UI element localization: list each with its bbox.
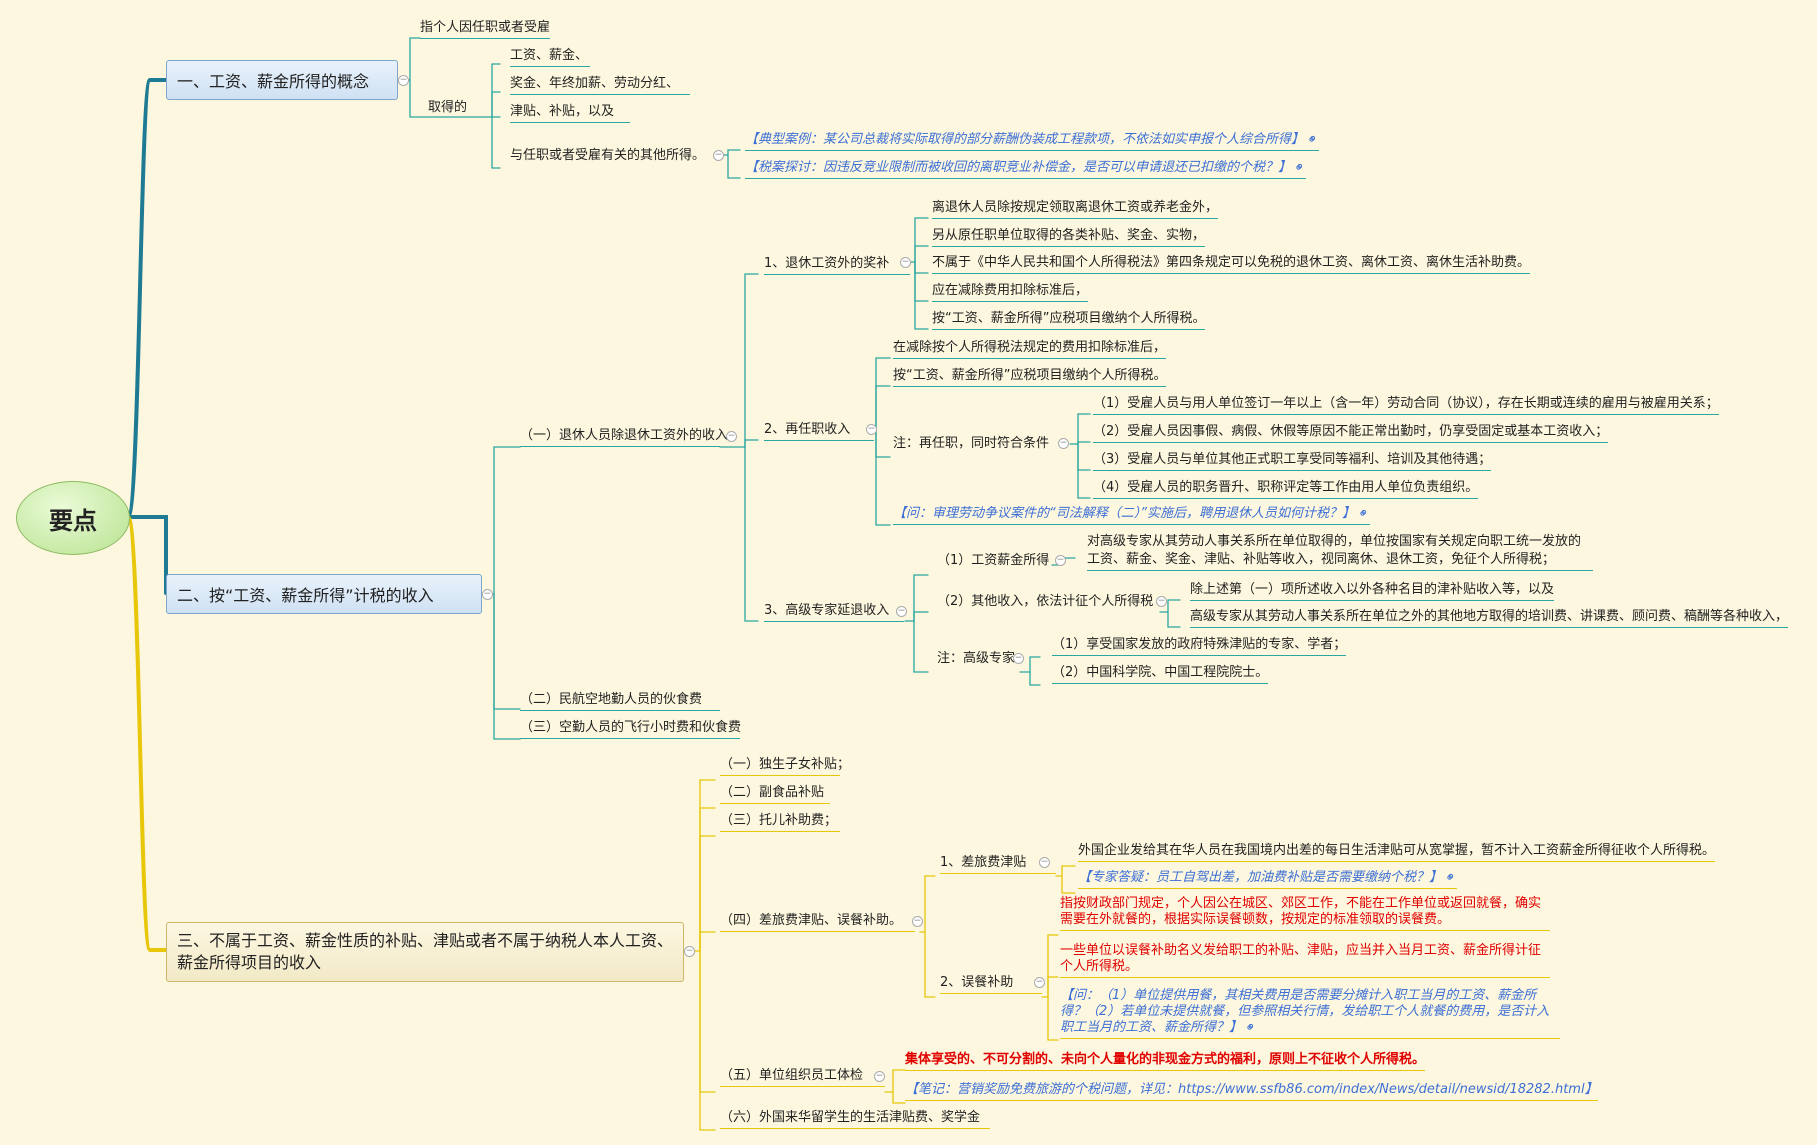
sec1-i1: 工资、薪金、 xyxy=(510,48,590,67)
sec1-n1: 指个人因任职或者受雇 xyxy=(420,20,551,39)
collapse-icon[interactable]: − xyxy=(726,431,737,442)
sec2-a3-2b: 高级专家从其劳动人事关系所在单位之外的其他地方取得的培训费、讲课费、顾问费、稿酬… xyxy=(1190,609,1789,628)
sec3-i4: （四）差旅费津贴、误餐补助。 xyxy=(720,913,915,932)
collapse-icon[interactable]: − xyxy=(896,606,907,617)
sec2-a2-2: 按“工资、薪金所得”应税项目缴纳个人所得税。 xyxy=(893,368,1167,387)
sec1-n2: 取得的 xyxy=(428,100,468,115)
collapse-icon[interactable]: − xyxy=(398,75,409,86)
sec3-node[interactable]: 三、不属于工资、薪金性质的补贴、津贴或者不属于纳税人本人工资、薪金所得项目的收入 xyxy=(166,922,684,982)
collapse-icon[interactable]: − xyxy=(912,916,923,927)
collapse-icon[interactable]: − xyxy=(482,589,493,600)
sec2-a3-3a: （1）享受国家发放的政府特殊津贴的专家、学者； xyxy=(1052,637,1347,656)
sec3-i4-2a: 指按财政部门规定，个人因公在城区、郊区工作，不能在工作单位或返回就餐，确实需要在… xyxy=(1060,896,1550,931)
sec2-a1: 1、退休工资外的奖补 xyxy=(764,256,910,275)
collapse-icon[interactable]: − xyxy=(866,424,877,435)
collapse-icon[interactable]: − xyxy=(1039,857,1050,868)
sec2-a1-1: 离退休人员除按规定领取离退休工资或养老金外， xyxy=(932,200,1219,219)
collapse-icon[interactable]: − xyxy=(1058,438,1069,449)
sec2-b: （二）民航空地勤人员的伙食费 xyxy=(520,692,720,711)
sec2-a1-4: 应在减除费用扣除标准后， xyxy=(932,283,1089,302)
sec3-i4-2b: 一些单位以误餐补助名义发给职工的补贴、津贴，应当并入当月工资、薪金所得计征个人所… xyxy=(1060,943,1550,978)
sec1-i3: 津贴、补贴，以及 xyxy=(510,104,630,123)
sec3-i4-1: 1、差旅费津贴 xyxy=(940,855,1056,874)
sec2-a2-1: 在减除按个人所得税法规定的费用扣除标准后， xyxy=(893,340,1167,359)
collapse-icon[interactable]: − xyxy=(684,946,695,957)
sec1-tax-link[interactable]: 【税案探讨：因违反竞业限制而被收回的离职竞业补偿金，是否可以申请退还已扣缴的个税… xyxy=(745,158,1309,179)
collapse-icon[interactable]: − xyxy=(1034,977,1045,988)
collapse-icon[interactable]: − xyxy=(1013,653,1024,664)
sec2-a2-c1: （1）受雇人员与用人单位签订一年以上（含一年）劳动合同（协议），存在长期或连续的… xyxy=(1093,396,1719,415)
sec1-i2: 奖金、年终加薪、劳动分红、 xyxy=(510,76,690,95)
sec3-i3: （三）托儿补助费； xyxy=(720,813,840,832)
sec1-title: 一、工资、薪金所得的概念 xyxy=(177,72,370,91)
sec1-i4: 与任职或者受雇有关的其他所得。 xyxy=(510,148,706,163)
link-icon: ⚭ xyxy=(1241,1018,1261,1037)
sec3-i2: （二）副食品补贴 xyxy=(720,785,830,804)
sec2-a1-2: 另从原任职单位取得的各类补贴、奖金、实物， xyxy=(932,228,1206,247)
sec2-a2-q-link[interactable]: 【问：审理劳动争议案件的“司法解释（二）”实施后，聘用退休人员如何计税？】⚭ xyxy=(893,504,1373,525)
sec3-i5b-link[interactable]: 【笔记：营销奖励免费旅游的个税问题，详见：https://www.ssfb86.… xyxy=(905,1082,1598,1101)
sec2-a2-c4: （4）受雇人员的职务晋升、职称评定等工作由用人单位负责组织。 xyxy=(1093,480,1479,499)
collapse-icon[interactable]: − xyxy=(1156,596,1167,607)
sec2-a2-note: 注：再任职，同时符合条件 xyxy=(893,436,1050,451)
sec2-a1-3: 不属于《中华人民共和国个人所得税法》第四条规定可以免税的退休工资、离休工资、离休… xyxy=(932,255,1531,274)
sec2-a3-3: 注：高级专家 xyxy=(937,651,1016,666)
root-label: 要点 xyxy=(49,506,97,535)
sec2-title: 二、按“工资、薪金所得”计税的收入 xyxy=(177,586,434,605)
sec2-a2-c3: （3）受雇人员与单位其他正式职工享受同等福利、培训及其他待遇； xyxy=(1093,452,1492,471)
sec1-case-link[interactable]: 【典型案例：某公司总裁将实际取得的部分薪酬伪装成工程款项，不依法如实申报个人综合… xyxy=(745,130,1322,151)
sec3-i4-2c-link[interactable]: 【问：（1）单位提供用餐，其相关费用是否需要分摊计入职工当月的工资、薪金所得？（… xyxy=(1060,988,1560,1039)
sec3-i5a: 集体享受的、不可分割的、未向个人量化的非现金方式的福利，原则上不征收个人所得税。 xyxy=(905,1052,1426,1071)
sec3-i6: （六）外国来华留学生的生活津贴费、奖学金 xyxy=(720,1110,990,1129)
sec2-c: （三）空勤人员的飞行小时费和伙食费 xyxy=(520,720,741,739)
sec2-a3-1b: 工资、薪金、奖金、津贴、补贴等收入，视同离休、退休工资，免征个人所得税； xyxy=(1087,552,1593,571)
root-node[interactable]: 要点 xyxy=(16,481,130,555)
sec3-i5: （五）单位组织员工体检 xyxy=(720,1068,885,1087)
collapse-icon[interactable]: − xyxy=(713,150,724,161)
sec3-i4-2: 2、误餐补助 xyxy=(940,975,1042,994)
sec2-a3-3b: （2）中国科学院、中国工程院院士。 xyxy=(1052,665,1269,684)
sec2-node[interactable]: 二、按“工资、薪金所得”计税的收入 xyxy=(166,574,482,614)
sec1-node[interactable]: 一、工资、薪金所得的概念 xyxy=(166,60,398,100)
sec3-i1: （一）独生子女补贴； xyxy=(720,757,850,776)
sec2-a3-2a: 除上述第（一）项所述收入以外各种名目的津补贴收入等，以及 xyxy=(1190,582,1555,601)
sec2-a1-5: 按“工资、薪金所得”应税项目缴纳个人所得税。 xyxy=(932,311,1206,330)
sec3-i4-1a: 外国企业发给其在华人员在我国境内出差的每日生活津贴可从宽掌握，暂不计入工资薪金所… xyxy=(1078,843,1716,862)
collapse-icon[interactable]: − xyxy=(874,1071,885,1082)
sec3-title: 三、不属于工资、薪金性质的补贴、津贴或者不属于纳税人本人工资、薪金所得项目的收入 xyxy=(177,931,674,972)
collapse-icon[interactable]: − xyxy=(1055,555,1066,566)
sec2-a3: 3、高级专家延退收入 xyxy=(764,603,904,622)
sec2-a3-1a: 对高级专家从其劳动人事关系所在单位取得的，单位按国家有关规定向职工统一发放的 xyxy=(1087,534,1582,549)
sec2-a3-2: （2）其他收入，依法计征个人所得税 xyxy=(937,594,1154,609)
sec2-a2: 2、再任职收入 xyxy=(764,422,874,441)
sec2-a2-c2: （2）受雇人员因事假、病假、休假等原因不能正常出勤时，仍享受固定或基本工资收入； xyxy=(1093,424,1609,443)
sec3-i4-1b-link[interactable]: 【专家答疑：员工自驾出差，加油费补贴是否需要缴纳个税？】⚭ xyxy=(1078,868,1460,889)
sec2-a3-1: （1）工资薪金所得 xyxy=(937,553,1050,568)
sec2-a: （一）退休人员除退休工资外的收入 xyxy=(520,428,728,447)
collapse-icon[interactable]: − xyxy=(900,257,911,268)
